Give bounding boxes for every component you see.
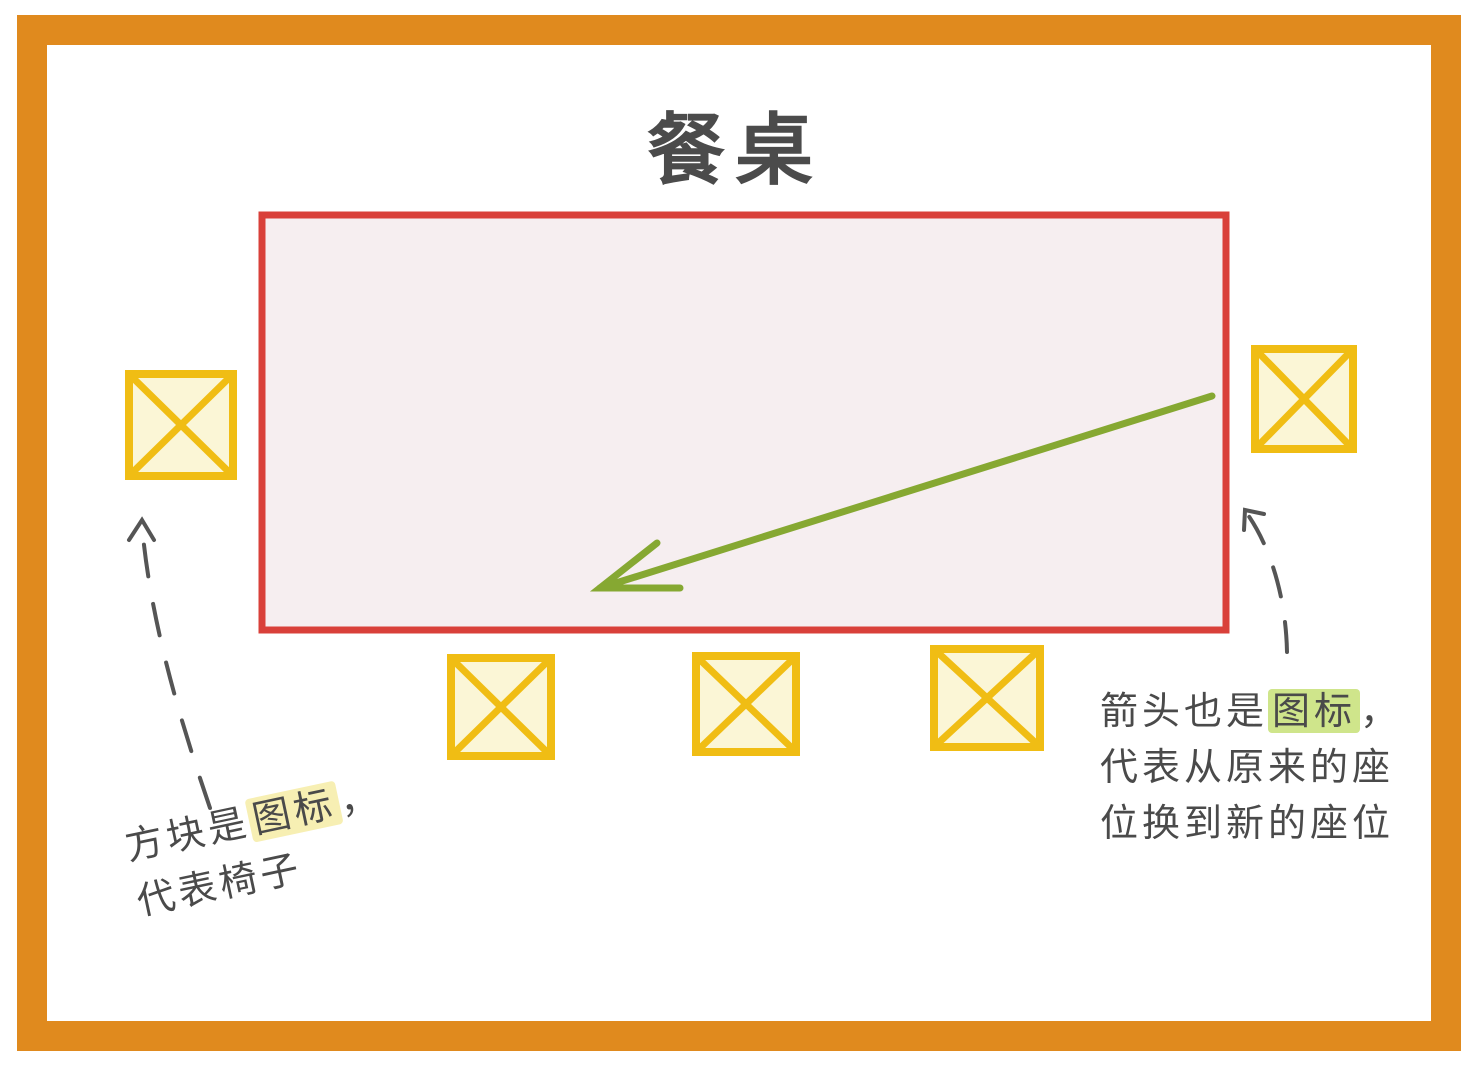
chair-icon (447, 654, 555, 760)
chair-icon (125, 370, 237, 480)
chair-icon (692, 652, 800, 756)
chair-icon (1251, 345, 1357, 453)
chair-icon (930, 645, 1044, 751)
note-right-line1: 箭头也是图标， (1100, 683, 1402, 739)
note-right-highlight: 图标 (1268, 689, 1361, 733)
outer-frame (17, 15, 1461, 1051)
diagram-title: 餐桌 (646, 106, 823, 196)
note-pointer-right (1242, 507, 1289, 654)
move-arrow-icon (589, 392, 1216, 592)
note-left-suffix: ， (334, 771, 385, 824)
note-pointer-left (127, 516, 212, 810)
note-right-suffix: ， (1360, 689, 1403, 733)
note-right-line3: 位换到新的座位 (1100, 801, 1395, 845)
note-right-line2: 代表从原来的座 (1100, 745, 1395, 789)
note-right-prefix: 箭头也是 (1100, 689, 1269, 733)
dining-table (258, 211, 1230, 634)
note-right: 箭头也是图标， 代表从原来的座 位换到新的座位 (1100, 683, 1402, 851)
